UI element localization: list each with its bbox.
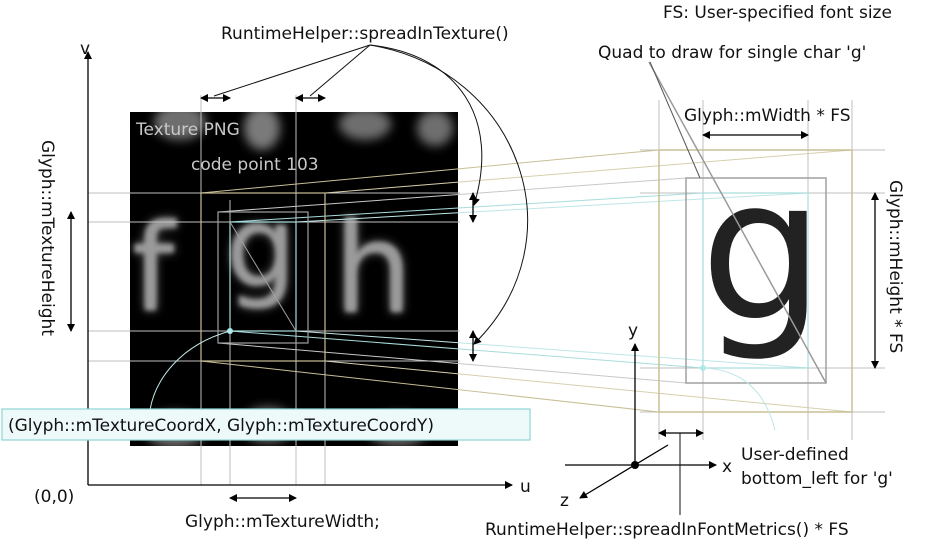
callout-leaders <box>149 44 701 515</box>
sdf-glyph-g: g <box>226 183 296 311</box>
bottom-left-label-line2: bottom_left for 'g' <box>741 469 893 489</box>
height-fs-label: Glyph::mHeight * FS <box>885 180 905 353</box>
projection-lines <box>200 149 853 413</box>
spread-in-texture-label: RuntimeHelper::spreadInTexture() <box>221 24 509 44</box>
texture-glyph-box <box>229 221 297 332</box>
uv-axes: v u (0,0) <box>34 39 531 507</box>
dimension-arrows <box>67 94 879 502</box>
texture-coord-box <box>1 408 531 441</box>
axis-x-label: x <box>722 457 732 477</box>
texture-quad-box <box>217 211 309 344</box>
glyph-width-fs-label: Glyph::mWidth * FS <box>684 106 851 126</box>
texture-height-label: Glyph::mTextureHeight <box>37 140 57 336</box>
xyz-axes: y x z <box>560 321 732 511</box>
texture-png-label: Texture PNG <box>135 120 240 140</box>
texture-spread-box <box>200 192 326 362</box>
xyz-origin-dot <box>631 461 639 469</box>
texture-coord-leader <box>149 330 231 411</box>
spread-in-font-metrics-label: RuntimeHelper::spreadInFontMetrics() * F… <box>485 520 849 540</box>
quad-box <box>685 177 827 384</box>
sdf-blob <box>339 112 391 140</box>
quad-glyph: g <box>700 137 824 365</box>
texture-background <box>130 112 458 446</box>
bottom-left-leader <box>702 367 776 431</box>
axis-u-label: u <box>520 477 531 497</box>
quad-panel: g <box>648 61 853 431</box>
fs-note: FS: User-specified font size <box>663 3 892 23</box>
texture-png-panel: f f g g h h Texture PNG code point 103 <box>130 112 458 446</box>
sdf-glyph-f: f <box>132 200 177 339</box>
bottom-left-label-line1: User-defined <box>741 445 849 465</box>
origin-label: (0,0) <box>34 487 74 507</box>
axis-y-label: y <box>628 321 638 341</box>
texture-glyph-boxes <box>200 192 326 362</box>
axis-z-label: z <box>560 491 569 511</box>
axis-v-label: v <box>80 39 90 59</box>
quad-diagonal <box>648 61 827 384</box>
code-point-label: code point 103 <box>191 155 319 175</box>
sdf-glyph-g-glow: g <box>226 183 296 311</box>
sdf-blob <box>244 112 280 150</box>
texture-coord-label: (Glyph::mTextureCoordX, Glyph::mTextureC… <box>8 416 434 436</box>
labels: FS: User-specified font size RuntimeHelp… <box>1 3 905 540</box>
texture-glyph-diagonal <box>229 221 297 332</box>
sdf-glyph-f-glow: f <box>132 200 177 339</box>
texture-width-label: Glyph::mTextureWidth; <box>185 512 380 532</box>
quad-note: Quad to draw for single char 'g' <box>598 43 866 63</box>
quad-spread-box <box>658 149 853 413</box>
sdf-blob <box>154 112 206 140</box>
sdf-blob <box>417 112 453 146</box>
quad-glyph-box <box>702 192 809 369</box>
quad-note-leader <box>649 61 701 179</box>
